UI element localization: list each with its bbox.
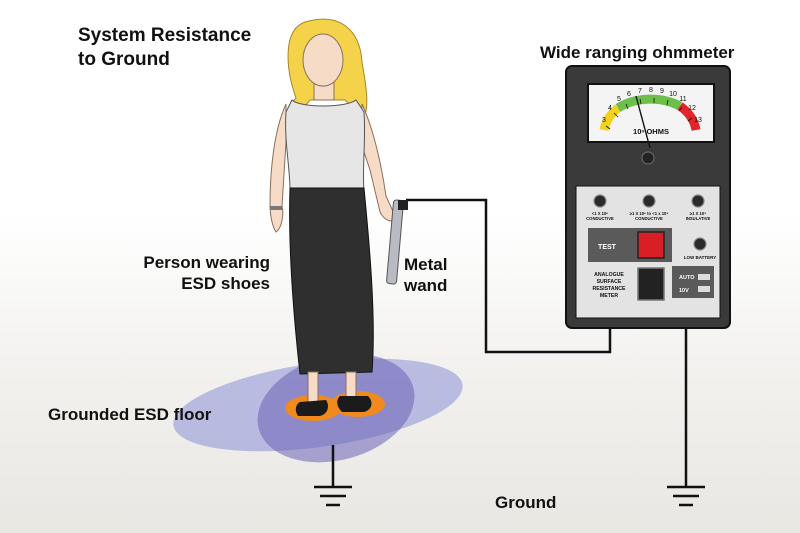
skirt xyxy=(289,187,374,375)
meter-description-line: RESISTANCE xyxy=(592,286,626,292)
floor-ground-connection xyxy=(314,445,352,507)
switch-label-10v: 10V xyxy=(679,288,689,294)
shoe-right xyxy=(337,396,372,412)
wand-label: Metal wand xyxy=(404,254,447,296)
person-label-line-2: ESD shoes xyxy=(181,274,270,293)
dial-scale-numbers: 3 4 5 6 7 8 9 10 11 12 13 xyxy=(602,87,702,124)
metal-wand xyxy=(386,199,408,285)
person-label-line-1: Person wearing xyxy=(143,253,270,272)
voltage-switch-panel xyxy=(672,266,714,298)
scale-number: 10 xyxy=(669,91,677,98)
scale-number: 9 xyxy=(660,88,664,95)
leg-left xyxy=(307,371,319,403)
meter-description-line: ANALOGUE xyxy=(594,272,624,278)
title-line-2: to Ground xyxy=(78,49,170,70)
scale-number: 13 xyxy=(694,117,702,124)
person-label: Person wearing ESD shoes xyxy=(143,252,270,294)
test-label: TEST xyxy=(598,244,617,251)
wand-label-line-1: Metal xyxy=(404,255,448,274)
person-wearing-esd-shoes xyxy=(269,18,397,421)
floor-label: Grounded ESD floor xyxy=(48,405,212,424)
title-line-1: System Resistance xyxy=(78,25,252,46)
indicator-led-conductive-low xyxy=(593,194,607,208)
leg-right xyxy=(345,371,357,399)
low-battery-led xyxy=(693,237,707,251)
indicator-label-class: CONDUCTIVE xyxy=(635,216,663,221)
scale-number: 8 xyxy=(649,87,653,94)
indicator-label-range: ≥1 X 10⁶ to <1 x 10⁹ xyxy=(630,211,669,216)
indicator-led-conductive xyxy=(642,194,656,208)
face xyxy=(302,33,344,87)
indicator-label-range: ≥1 X 10⁹ xyxy=(690,211,706,216)
test-button[interactable] xyxy=(637,231,665,259)
dial-arc-red xyxy=(677,102,701,132)
indicator-label-class: CONDUCTIVE xyxy=(586,216,614,221)
tank-top xyxy=(285,99,366,191)
switch-label-auto: AUTO xyxy=(679,275,695,281)
meter-ground-connection xyxy=(667,328,705,507)
meter-needle xyxy=(635,95,651,149)
indicator-label-class: INSULATIVE xyxy=(686,216,711,221)
left-arm xyxy=(269,103,287,233)
dial-arc-green xyxy=(615,94,683,112)
dial-arc-yellow xyxy=(599,104,621,132)
zero-adjust-screw[interactable] xyxy=(641,151,655,165)
scale-number: 11 xyxy=(679,96,686,103)
second-button[interactable] xyxy=(637,267,665,301)
shoe-left xyxy=(295,400,328,416)
meter-description-line: SURFACE xyxy=(597,279,622,285)
indicator-label-range: <1 X 10⁶ xyxy=(592,211,609,216)
test-lead-wire xyxy=(406,198,612,354)
meter-description-line: METER xyxy=(600,293,618,299)
scale-number: 4 xyxy=(608,105,612,112)
scale-number: 6 xyxy=(627,91,631,98)
scale-number: 12 xyxy=(688,105,696,112)
ohmmeter: 3 4 5 6 7 8 9 10 11 12 13 10ⁿ OHMS <1 X … xyxy=(565,65,731,329)
voltage-switch[interactable] xyxy=(698,274,710,292)
scale-number: 7 xyxy=(638,88,642,95)
diagram-title: System Resistance to Ground xyxy=(78,24,251,72)
scale-number: 5 xyxy=(617,96,621,103)
ohmmeter-label: Wide ranging ohmmeter xyxy=(540,43,735,62)
scale-number: 3 xyxy=(602,117,606,124)
wand-label-line-2: wand xyxy=(404,276,448,295)
low-battery-label: LOW BATTERY xyxy=(684,255,717,260)
ground-label: Ground xyxy=(495,493,557,512)
indicator-led-insulative xyxy=(691,194,705,208)
watch xyxy=(270,206,282,210)
dial-unit-label: 10ⁿ OHMS xyxy=(633,127,669,136)
